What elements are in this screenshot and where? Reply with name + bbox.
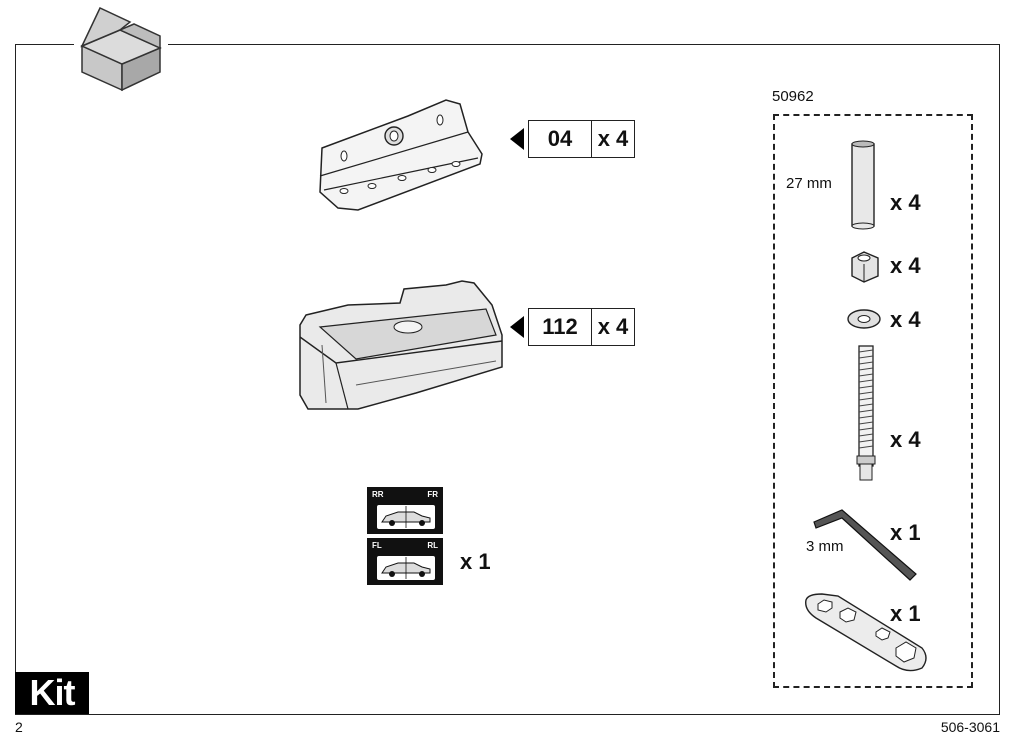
bracket-icon — [319, 99, 483, 211]
pointer-arrow-icon — [510, 128, 524, 150]
wrench-qty: x 1 — [890, 601, 921, 626]
hex-key-size-label: 3 mm — [806, 538, 844, 555]
hardware-kit-box — [773, 114, 973, 688]
car-icon — [377, 556, 435, 580]
washer-icon — [847, 309, 881, 329]
spacer-qty: x 4 — [890, 190, 921, 215]
sticker-qty: x 1 — [460, 549, 491, 574]
pointer-arrow-icon — [510, 316, 524, 338]
nut-qty: x 4 — [890, 253, 921, 278]
part-code: 112 — [529, 309, 592, 345]
sticker-label-rl: RL — [427, 541, 438, 550]
page-number: 2 — [15, 719, 23, 735]
part-code: 04 — [529, 121, 592, 157]
nut-icon — [851, 251, 879, 283]
document-number: 506-3061 — [940, 719, 1000, 735]
threaded-rod-qty: x 4 — [890, 427, 921, 452]
hardware-kit-code: 50962 — [772, 88, 814, 105]
spacer-icon — [851, 140, 875, 230]
sticker-front: FL RL — [367, 538, 443, 585]
part-qty: x 4 — [597, 126, 629, 151]
spacer-length-label: 27 mm — [786, 175, 832, 192]
sticker-rear: RR FR — [367, 487, 443, 534]
box-icon — [74, 6, 168, 92]
part-112-callout: 112 x 4 — [510, 308, 635, 346]
part-qty: x 4 — [597, 314, 629, 339]
washer-qty: x 4 — [890, 307, 921, 332]
hex-key-icon — [813, 509, 917, 581]
car-icon — [377, 505, 435, 529]
page-frame — [15, 44, 1000, 715]
threaded-rod-icon — [856, 345, 876, 481]
sticker-label-fl: FL — [372, 541, 382, 550]
part-04-callout: 04 x 4 — [510, 120, 635, 158]
sticker-label-rr: RR — [372, 490, 384, 499]
position-sticker-sheet: RR FR FL RL — [367, 487, 443, 585]
foot-pad-icon — [299, 280, 503, 410]
kit-label: Kit — [15, 672, 89, 714]
hex-key-qty: x 1 — [890, 520, 921, 545]
wrench-icon — [805, 593, 927, 672]
sticker-label-fr: FR — [427, 490, 438, 499]
